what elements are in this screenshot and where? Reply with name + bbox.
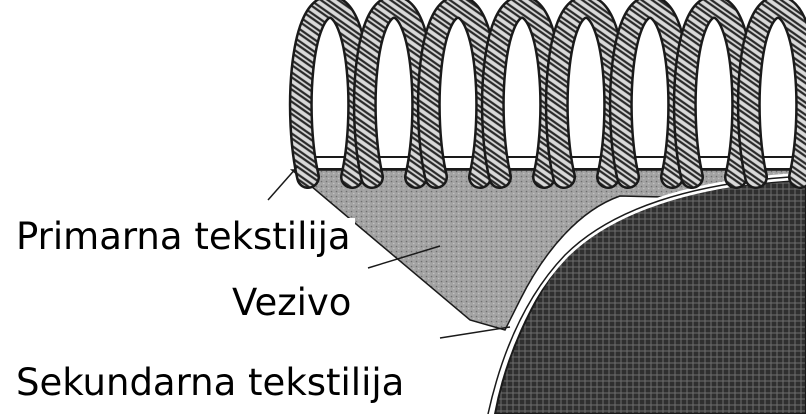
- leader-line-primary: [268, 166, 298, 200]
- pile-loop-yarn: [621, 7, 679, 177]
- pile-loop-yarn: [301, 7, 359, 177]
- label-binder: Vezivo: [228, 284, 355, 321]
- pile-loop-yarn: [557, 7, 615, 177]
- label-secondary-textile: Sekundarna tekstilija: [12, 364, 408, 401]
- pile-loop-yarn: [493, 7, 551, 177]
- leader-line-secondary: [440, 327, 510, 338]
- pile-loop-yarn: [365, 7, 423, 177]
- pile-loops: [301, 7, 806, 177]
- pile-loop-yarn: [685, 7, 743, 177]
- label-primary-textile: Primarna tekstilija: [12, 218, 355, 255]
- pile-loop-yarn: [429, 7, 487, 177]
